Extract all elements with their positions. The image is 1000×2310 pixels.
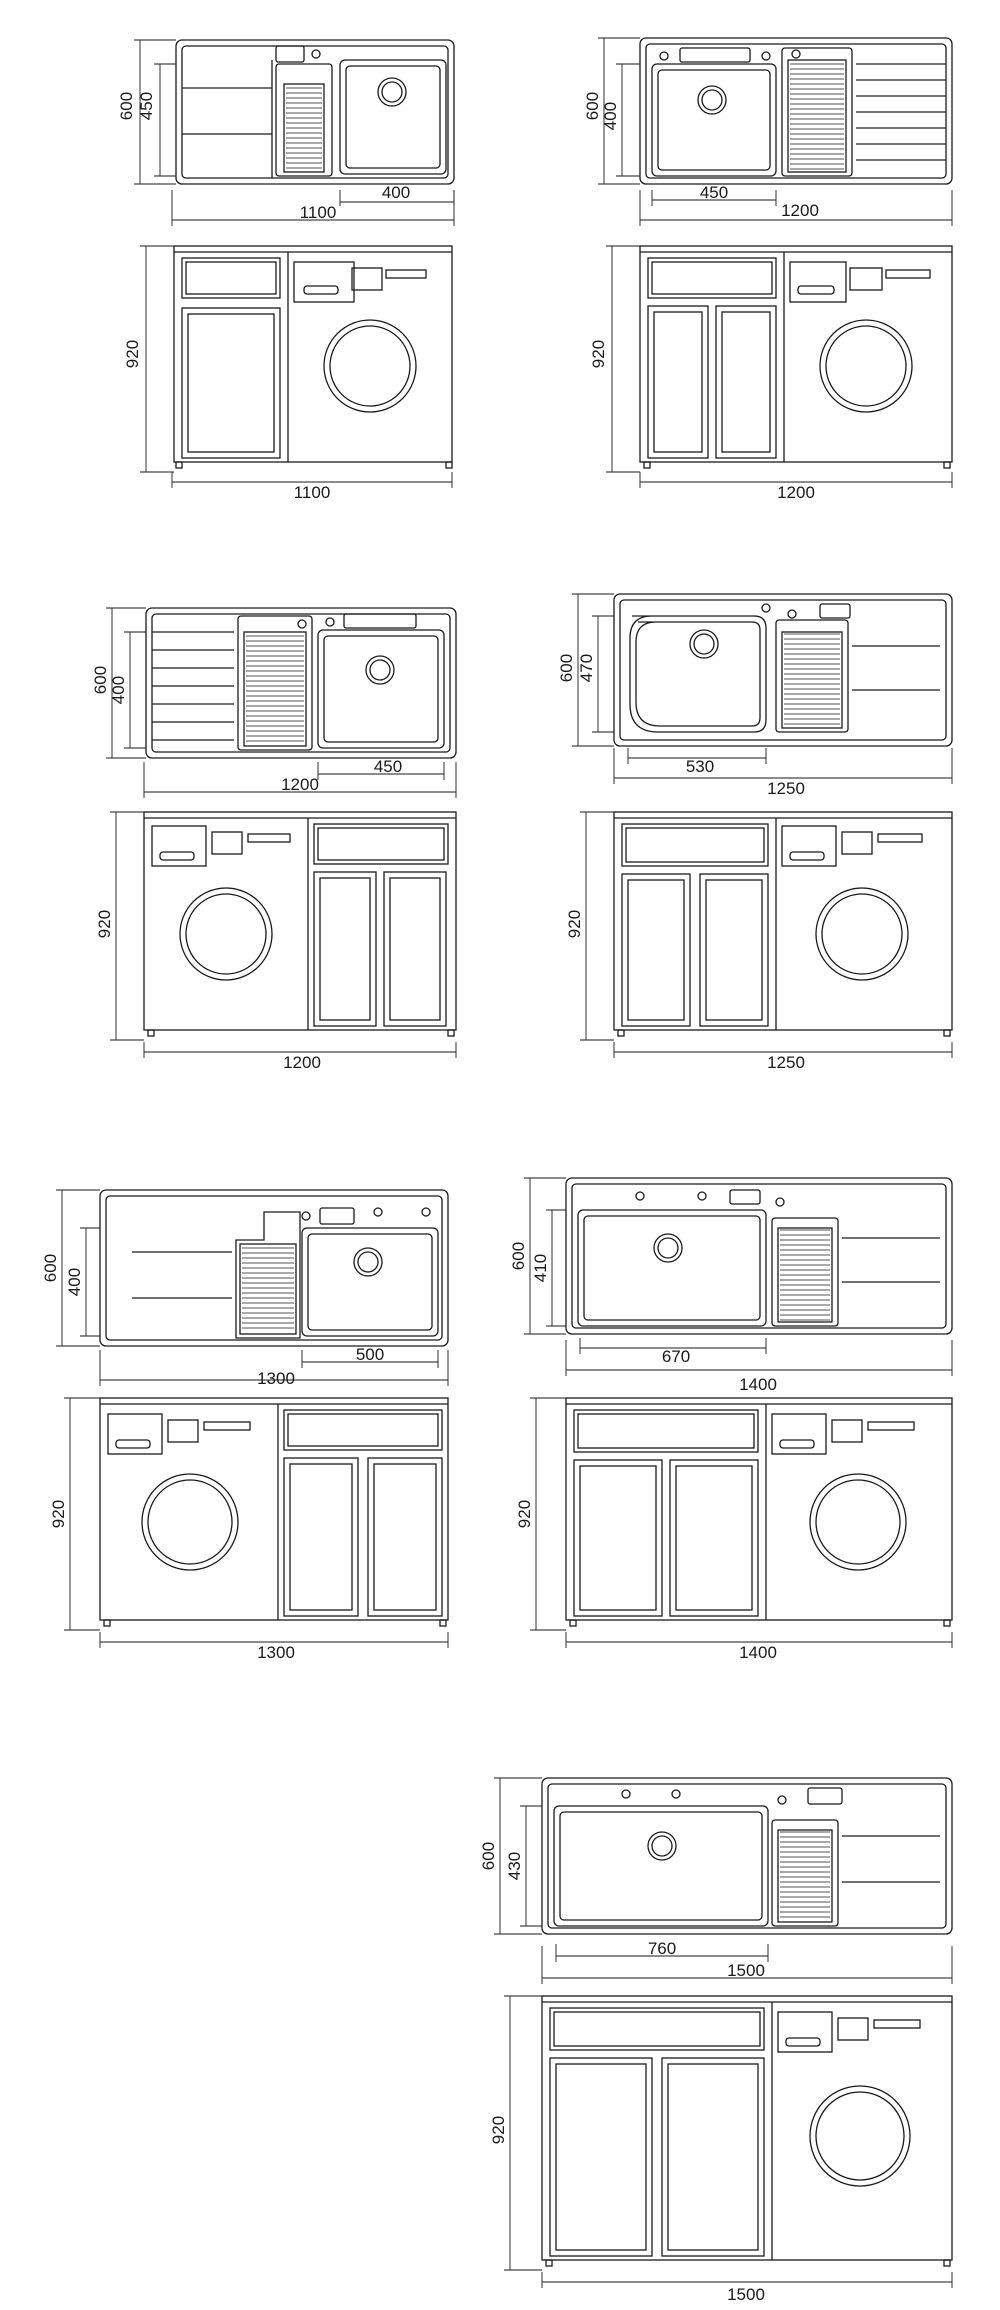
- washboard-ribs: [780, 1831, 830, 1918]
- unit-1200a-sink-depth: 400: [601, 102, 620, 130]
- unit-1100-height: 920: [123, 340, 142, 368]
- cabinet-elevation: [143, 811, 457, 1037]
- unit-1300-top-depth: 600: [41, 1254, 60, 1282]
- countertop-plan: [565, 1177, 953, 1335]
- unit-1200b-top-width: 1200: [281, 775, 319, 794]
- washboard-ribs: [242, 1247, 294, 1329]
- unit-1200b-cabinet-width: 1200: [283, 1053, 321, 1072]
- unit-1200a-cabinet-width: 1200: [777, 483, 815, 502]
- unit-1250-cabinet-width: 1250: [767, 1053, 805, 1072]
- countertop-plan: [145, 607, 457, 759]
- cabinet-dimension-lines: [504, 1995, 953, 2288]
- unit-1250-top-depth: 600: [557, 654, 576, 682]
- unit-1500: 600 430 760 1500 920 1500: [479, 1777, 953, 2304]
- unit-1500-top-depth: 600: [479, 1842, 498, 1870]
- cabinet-dimension-lines: [64, 1397, 449, 1648]
- countertop-plan: [541, 1777, 953, 1935]
- washboard-ribs: [246, 635, 304, 742]
- unit-1200a-height: 920: [589, 340, 608, 368]
- unit-1500-sink-width: 760: [648, 1939, 676, 1958]
- dimension-lines: [524, 1177, 953, 1376]
- unit-1300: 600 400 500 1300 920 1300: [41, 1189, 449, 1662]
- unit-1300-top-width: 1300: [257, 1369, 295, 1388]
- unit-1100-sink-depth: 450: [137, 92, 156, 120]
- unit-1500-sink-depth: 430: [505, 1852, 524, 1880]
- cabinet-dimension-lines: [530, 1397, 953, 1648]
- unit-1500-cabinet-width: 1500: [727, 2285, 765, 2304]
- countertop-plan: [175, 39, 455, 185]
- dimension-lines: [598, 37, 953, 226]
- unit-1400-cabinet-width: 1400: [739, 1643, 777, 1662]
- unit-1200b-sink-width: 450: [374, 757, 402, 776]
- countertop-plan: [99, 1189, 449, 1347]
- unit-1300-sink-depth: 400: [65, 1268, 84, 1296]
- cabinet-elevation: [173, 245, 453, 469]
- cabinet-elevation: [541, 1995, 953, 2267]
- unit-1200-b: 600 400 450 1200 920 1200: [91, 607, 457, 1072]
- cabinet-dimension-lines: [606, 245, 953, 488]
- unit-1400-top-width: 1400: [739, 1375, 777, 1394]
- unit-1100-cabinet-width: 1100: [294, 483, 331, 502]
- unit-1100: 600 450 400 1100 920 1100: [117, 39, 455, 502]
- unit-1200b-height: 920: [95, 910, 114, 938]
- unit-1200b-sink-depth: 400: [109, 676, 128, 704]
- countertop-plan: [613, 593, 953, 747]
- cabinet-dimension-lines: [580, 811, 953, 1058]
- dimension-lines: [572, 593, 953, 784]
- unit-1400-height: 920: [515, 1500, 534, 1528]
- unit-1500-top-width: 1500: [727, 1961, 765, 1980]
- unit-1400-sink-depth: 410: [531, 1254, 550, 1282]
- unit-1300-cabinet-width: 1300: [257, 1643, 295, 1662]
- unit-1200a-top-depth: 600: [583, 92, 602, 120]
- unit-1100-top-width: 1100: [300, 203, 337, 222]
- unit-1250-top-width: 1250: [767, 779, 805, 798]
- unit-1400: 600 410 670 1400 920 1400: [509, 1177, 953, 1662]
- unit-1200-a: 600 400 450 1200 920 1200: [583, 37, 953, 502]
- dimension-lines: [494, 1777, 953, 1984]
- cabinet-elevation: [639, 245, 953, 469]
- washboard-ribs: [790, 63, 844, 170]
- unit-1200b-top-depth: 600: [91, 666, 110, 694]
- unit-1100-sink-width: 400: [382, 183, 410, 202]
- unit-1250-sink-width: 530: [686, 757, 714, 776]
- dimension-lines: [56, 1189, 449, 1386]
- unit-1500-height: 920: [489, 2116, 508, 2144]
- unit-1400-sink-width: 670: [662, 1347, 690, 1366]
- dimension-lines: [134, 39, 455, 226]
- unit-1300-height: 920: [49, 1500, 68, 1528]
- unit-1250: 600 470 530 1250 920 1250: [557, 593, 953, 1072]
- countertop-plan: [639, 37, 953, 185]
- cabinet-dimension-lines: [140, 245, 453, 488]
- washboard-ribs: [784, 633, 840, 725]
- cabinet-elevation: [565, 1397, 953, 1627]
- unit-1250-sink-depth: 470: [577, 654, 596, 682]
- unit-1250-height: 920: [565, 910, 584, 938]
- cabinet-elevation: [99, 1397, 449, 1627]
- cabinet-dimension-lines: [110, 811, 457, 1058]
- unit-1100-top-depth: 600: [117, 92, 136, 120]
- unit-1400-top-depth: 600: [509, 1242, 528, 1270]
- dimension-lines: [106, 607, 457, 798]
- unit-1200a-top-width: 1200: [781, 201, 819, 220]
- unit-1300-sink-width: 500: [356, 1345, 384, 1364]
- washboard-ribs: [780, 1229, 830, 1321]
- cabinet-elevation: [613, 811, 953, 1037]
- washboard-ribs: [286, 87, 322, 169]
- unit-1200a-sink-width: 450: [700, 183, 728, 202]
